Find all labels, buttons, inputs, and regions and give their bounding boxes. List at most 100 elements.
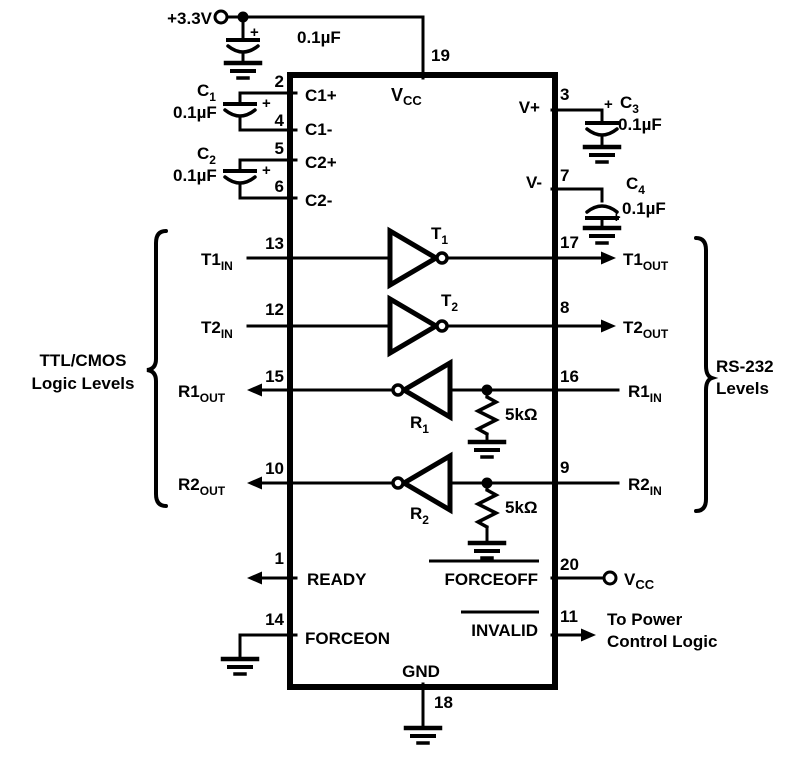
cap-value: 0.1µF — [622, 199, 666, 218]
ground-symbol — [585, 147, 619, 162]
right-brace — [694, 236, 719, 513]
cap-value: 0.1µF — [173, 166, 217, 185]
ic-label-forceon: FORCEON — [305, 629, 390, 648]
channel-t1: T1 T1IN T1OUT 13 17 — [201, 224, 669, 290]
ground-symbol — [470, 442, 504, 457]
channel-t2: T2 T2IN T2OUT 12 8 — [201, 291, 669, 358]
r1-receiver-triangle — [399, 358, 453, 422]
r2-receiver-triangle — [399, 451, 453, 515]
cap-value: 0.1µF — [173, 103, 217, 122]
pin-number-t1in: 13 — [265, 234, 284, 253]
r1out-arrowhead — [247, 383, 262, 397]
left-group-label-line1: TTL/CMOS — [40, 351, 127, 370]
supply-terminal — [213, 9, 229, 25]
pin-number-c2minus: 6 — [275, 177, 284, 196]
pin-number-invalid: 11 — [560, 607, 578, 626]
ic-label-ready: READY — [307, 570, 367, 589]
ground-symbol — [226, 63, 260, 78]
channel-r1: 5kΩ R1 R1OUT R1IN 15 16 — [178, 358, 662, 457]
pin-number-r1out: 15 — [265, 367, 284, 386]
right-group-label-line2: Levels — [716, 379, 769, 398]
invalid-arrowhead — [581, 628, 596, 642]
t1out-label: T1OUT — [623, 250, 669, 273]
cap-value: 0.1µF — [618, 115, 662, 134]
left-group-label-line2: Logic Levels — [32, 374, 135, 393]
channel-r2: 5kΩ R2 R2OUT R2IN 10 9 — [178, 451, 662, 558]
pin-number-r2out: 10 — [265, 459, 284, 478]
r1out-label: R1OUT — [178, 382, 226, 405]
t2out-arrowhead — [601, 319, 616, 333]
r1-pull-resistor — [474, 395, 500, 436]
ic-label-c1minus: C1- — [305, 120, 332, 139]
ic-label-c2plus: C2+ — [305, 153, 337, 172]
t1out-arrowhead — [601, 251, 616, 265]
forceoff-pin: FORCEOFF 20 VCC — [429, 555, 655, 592]
t2-label: T2 — [441, 291, 458, 314]
cap-ref: C2 — [197, 144, 216, 167]
capacitor-c1: + C1 0.1µF — [173, 81, 298, 132]
r1-label: R1 — [410, 413, 429, 436]
pin-number-c1plus: 2 — [275, 72, 284, 91]
ground-symbol — [470, 543, 504, 558]
capacitor-c2: + C2 0.1µF — [173, 144, 298, 200]
r2out-arrowhead — [247, 476, 262, 490]
t1in-label: T1IN — [201, 250, 233, 273]
ttl-cmos-group: TTL/CMOS Logic Levels — [32, 229, 168, 508]
ground-symbol — [406, 728, 440, 743]
r2out-label: R2OUT — [178, 475, 226, 498]
power-note-line2: Control Logic — [607, 632, 717, 651]
pin-number-r1in: 16 — [560, 367, 579, 386]
ic-label-gnd: GND — [402, 662, 440, 681]
polarity-plus: + — [604, 96, 613, 113]
r1in-label: R1IN — [628, 382, 662, 405]
supply-rail: +3.3V 19 — [167, 9, 450, 80]
pin-number-gnd: 18 — [434, 693, 453, 712]
pin-number-t2in: 12 — [265, 300, 284, 319]
cap-ref: C1 — [197, 81, 216, 104]
capacitor-c4: + C4 0.1µF — [550, 174, 666, 243]
cap-value: 0.1µF — [297, 28, 341, 47]
pin-number-t2out: 8 — [560, 298, 569, 317]
right-group-label-line1: RS-232 — [716, 357, 774, 376]
pin-number-forceoff: 20 — [560, 555, 579, 574]
ground-symbol — [585, 228, 619, 243]
ic-label-c2minus: C2- — [305, 191, 332, 210]
t1-label: T1 — [431, 224, 448, 247]
pin-number-vplus: 3 — [560, 85, 569, 104]
ic-label-invalid: INVALID — [471, 621, 538, 640]
capacitor-bypass: + 0.1µF — [226, 15, 341, 78]
ic-label-vplus: V+ — [519, 98, 540, 117]
ground-symbol — [223, 659, 257, 674]
pin-number-vminus: 7 — [560, 166, 569, 185]
rs232-group: RS-232 Levels — [694, 236, 774, 513]
polarity-plus: + — [612, 209, 621, 226]
polarity-plus: + — [262, 95, 271, 112]
ic-vcc-label: VCC — [391, 85, 422, 108]
pin-number-forceon: 14 — [265, 610, 284, 629]
pin-number-ready: 1 — [275, 549, 284, 568]
t2out-label: T2OUT — [623, 318, 669, 341]
vcc-terminal — [602, 570, 618, 586]
capacitor-c3: + C3 0.1µF — [550, 93, 662, 162]
r2-label: R2 — [410, 504, 429, 527]
invalid-pin: INVALID 11 To Power Control Logic — [461, 607, 717, 651]
ic-label-vminus: V- — [526, 173, 542, 192]
left-brace — [146, 229, 168, 508]
ic-label-forceoff: FORCEOFF — [445, 570, 539, 589]
r2-pull-resistor — [474, 488, 500, 529]
polarity-plus: + — [250, 24, 259, 41]
t2in-label: T2IN — [201, 318, 233, 341]
r2in-label: R2IN — [628, 475, 662, 498]
ready-pin: 1 READY — [247, 549, 367, 589]
pin-number-c2plus: 5 — [275, 139, 284, 158]
pin-number-t1out: 17 — [560, 233, 579, 252]
t2-driver-triangle — [387, 294, 441, 358]
cap-ref: C3 — [620, 93, 639, 116]
power-note-line1: To Power — [607, 610, 683, 629]
pin-number-vcc: 19 — [431, 46, 450, 65]
forceon-pin: 14 FORCEON — [223, 610, 390, 674]
r1-pull-value: 5kΩ — [505, 405, 538, 424]
vcc-out-label: VCC — [624, 570, 655, 592]
